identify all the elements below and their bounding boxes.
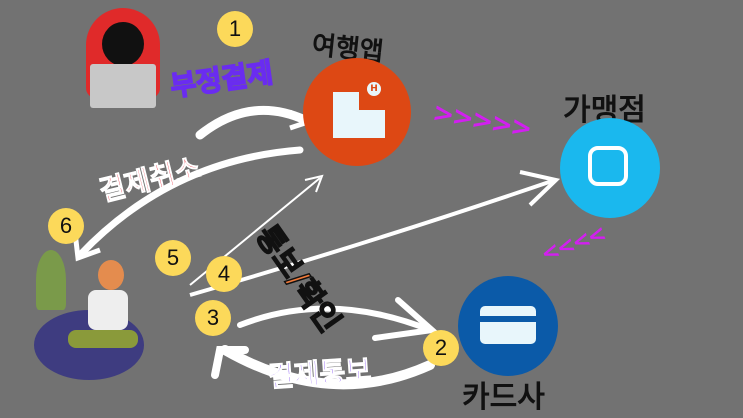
arrow-payment-notify bbox=[220, 345, 435, 390]
step-badge-2: 2 bbox=[423, 330, 459, 366]
step-badge-3: 3 bbox=[195, 300, 231, 336]
travel-app-node[interactable]: H bbox=[303, 58, 411, 166]
step-badge-5: 5 bbox=[155, 240, 191, 276]
credit-card-icon bbox=[480, 306, 536, 344]
hacker-illustration bbox=[78, 8, 168, 108]
card-company-node[interactable] bbox=[458, 276, 558, 376]
step-badge-6: 6 bbox=[48, 208, 84, 244]
payment-notify-label: 결제통보 bbox=[267, 353, 373, 394]
grid-scan-icon bbox=[588, 146, 628, 186]
hospital-building-icon: H bbox=[333, 82, 385, 138]
step-badge-4: 4 bbox=[206, 256, 242, 292]
plant-icon bbox=[36, 250, 66, 310]
arrow-to-card bbox=[237, 305, 433, 333]
merchant-node[interactable] bbox=[560, 118, 660, 218]
laptop-icon bbox=[90, 64, 156, 108]
arrow-cancel bbox=[76, 146, 304, 259]
step-badge-1: 1 bbox=[217, 11, 253, 47]
card-company-label: 카드사 bbox=[462, 380, 545, 415]
user-illustration bbox=[28, 240, 178, 400]
